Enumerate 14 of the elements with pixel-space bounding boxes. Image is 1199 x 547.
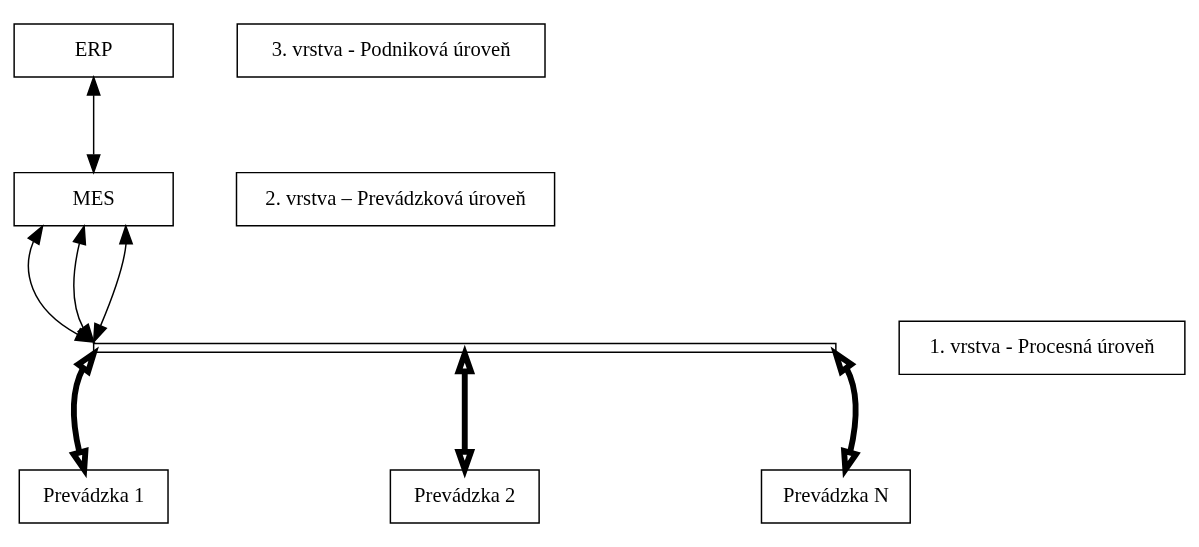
node-box: Prevádzka N bbox=[760, 469, 911, 524]
node-box: Prevádzka 1 bbox=[18, 469, 169, 524]
node-box: Prevádzka 2 bbox=[389, 469, 540, 524]
node-bar bbox=[92, 342, 837, 354]
arrow bbox=[92, 223, 134, 345]
arrow bbox=[86, 75, 101, 175]
arrow bbox=[68, 346, 99, 479]
node-box: 2. vrstva – Prevádzková úroveň bbox=[235, 171, 556, 227]
node-box: MES bbox=[13, 171, 174, 227]
node-box: 3. vrstva - Podniková úroveň bbox=[236, 23, 546, 78]
arrow bbox=[454, 344, 476, 479]
node-box: ERP bbox=[13, 23, 174, 78]
node-box: 1. vrstva - Procesná úroveň bbox=[898, 320, 1186, 376]
arrow bbox=[830, 346, 861, 479]
